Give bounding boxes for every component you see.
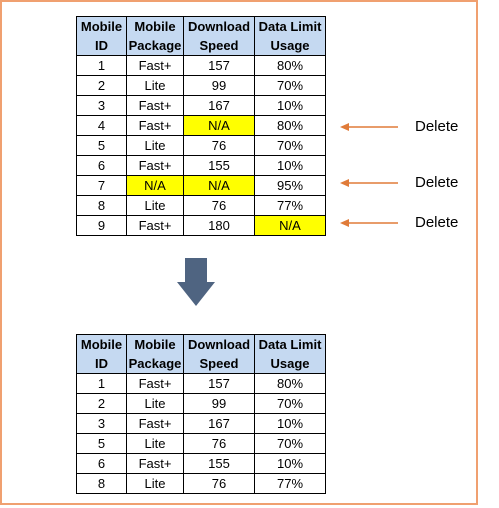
cell-data-limit-usage: 80%: [254, 373, 326, 394]
cell-download-speed: 157: [183, 55, 255, 76]
cell-mobile-id: 8: [76, 473, 127, 494]
cell-data-limit-usage: N/A: [254, 215, 326, 236]
cell-mobile-id: 3: [76, 413, 127, 434]
delete-label: Delete: [415, 214, 459, 231]
cell-mobile-id: 5: [76, 433, 127, 454]
cell-download-speed: 76: [183, 433, 255, 454]
left-arrow-icon: [340, 123, 398, 131]
cell-data-limit-usage: 10%: [254, 95, 326, 116]
delete-label: Delete: [415, 174, 459, 191]
cell-mobile-package: Lite: [126, 135, 184, 156]
cell-data-limit-usage: 70%: [254, 393, 326, 414]
cell-download-speed: 155: [183, 155, 255, 176]
cell-mobile-package: Fast+: [126, 155, 184, 176]
cell-download-speed: 76: [183, 473, 255, 494]
cell-data-limit-usage: 10%: [254, 453, 326, 474]
cell-download-speed: 155: [183, 453, 255, 474]
cell-mobile-package: Fast+: [126, 55, 184, 76]
cell-download-speed: 99: [183, 393, 255, 414]
cell-data-limit-usage: 95%: [254, 175, 326, 196]
cell-data-limit-usage: 10%: [254, 413, 326, 434]
left-arrow-icon: [340, 219, 398, 227]
cell-data-limit-usage: 70%: [254, 433, 326, 454]
cell-mobile-package: Fast+: [126, 413, 184, 434]
delete-label: Delete: [415, 118, 459, 135]
cell-download-speed: N/A: [183, 175, 255, 196]
cell-download-speed: 167: [183, 413, 255, 434]
cell-mobile-package: Lite: [126, 393, 184, 414]
cell-mobile-package: Fast+: [126, 215, 184, 236]
cell-mobile-package: Fast+: [126, 373, 184, 394]
cell-mobile-id: 1: [76, 373, 127, 394]
cell-data-limit-usage: 77%: [254, 195, 326, 216]
down-arrow-icon: [177, 258, 215, 306]
left-arrow-icon: [340, 179, 398, 187]
cell-data-limit-usage: 80%: [254, 115, 326, 136]
cell-download-speed: 180: [183, 215, 255, 236]
cell-download-speed: 157: [183, 373, 255, 394]
cell-mobile-id: 2: [76, 393, 127, 414]
cell-data-limit-usage: 77%: [254, 473, 326, 494]
cell-mobile-package: Lite: [126, 473, 184, 494]
cell-mobile-package: Fast+: [126, 453, 184, 474]
cell-mobile-id: 6: [76, 453, 127, 474]
cell-mobile-package: Lite: [126, 433, 184, 454]
